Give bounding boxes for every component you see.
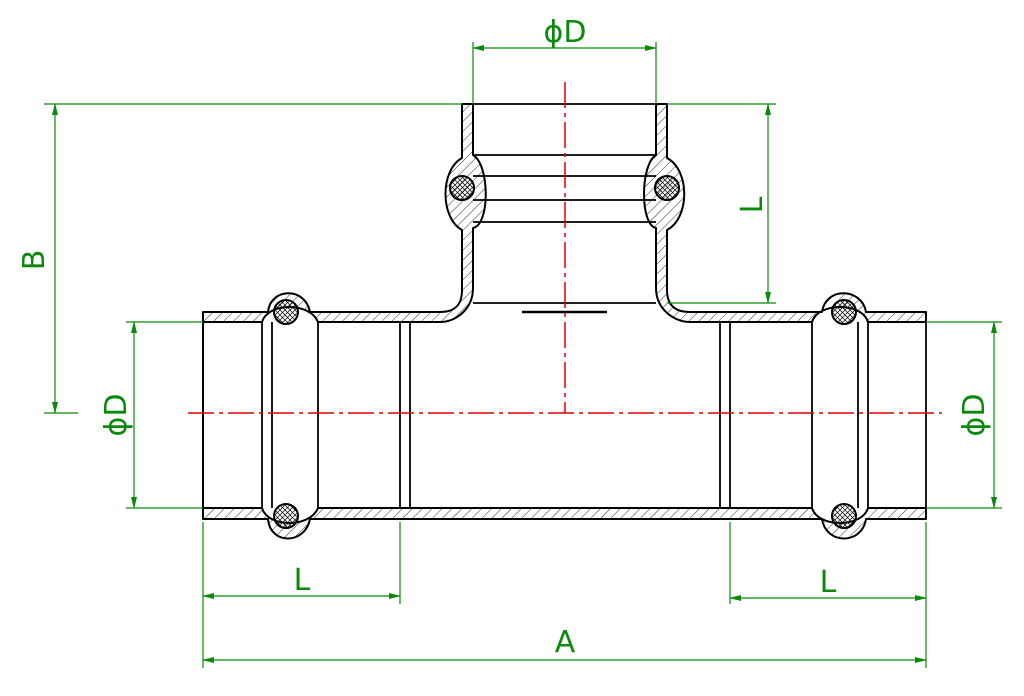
- o-ring-right-top: [831, 299, 857, 325]
- label-height-b: B: [17, 250, 52, 271]
- label-right-length: L: [820, 565, 837, 600]
- o-ring-left-top: [273, 299, 299, 325]
- o-ring-right-bottom: [831, 503, 857, 529]
- o-ring-branch-right: [654, 175, 680, 201]
- label-overall-length: A: [555, 625, 576, 660]
- centerlines: [188, 82, 942, 414]
- dimension-lines: [44, 42, 1002, 668]
- inner-contour-lines: [202, 103, 927, 519]
- o-rings: [273, 175, 857, 529]
- o-ring-branch-left: [449, 175, 475, 201]
- bottom-wall: [202, 507, 927, 540]
- label-left-length: L: [294, 563, 311, 598]
- o-ring-left-bottom: [273, 503, 299, 529]
- left-top-wall: [202, 103, 487, 323]
- dimension-labels: ϕD B L ϕD ϕD L L A: [17, 15, 992, 660]
- label-right-diameter: ϕD: [957, 394, 992, 437]
- label-top-diameter: ϕD: [544, 15, 587, 50]
- right-top-wall: [643, 103, 927, 323]
- label-left-diameter: ϕD: [99, 394, 134, 437]
- label-branch-length: L: [735, 196, 770, 213]
